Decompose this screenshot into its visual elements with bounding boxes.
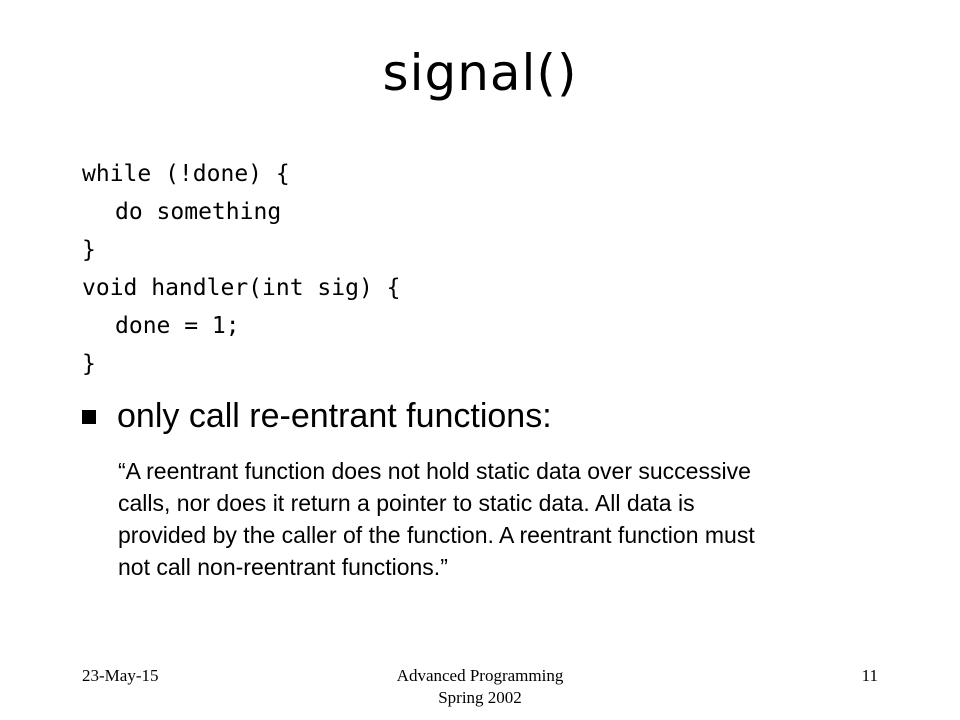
footer-date: 23-May-15 — [82, 666, 159, 685]
code-line: void handler(int sig) { — [82, 275, 401, 301]
page-number: 11 — [861, 666, 878, 685]
code-line: } — [82, 351, 96, 377]
quote-line: not call non-reentrant functions.” — [118, 554, 448, 580]
code-line: while (!done) { — [82, 161, 290, 187]
definition-quote: “A reentrant function does not hold stat… — [118, 455, 888, 583]
quote-line: calls, nor does it return a pointer to s… — [118, 490, 695, 516]
code-block: while (!done) { do something } void hand… — [82, 155, 401, 383]
square-bullet-icon — [82, 410, 96, 424]
quote-line: “A reentrant function does not hold stat… — [118, 458, 751, 484]
bullet-text: only call re-entrant functions: — [117, 397, 552, 435]
code-line: do something — [115, 199, 282, 225]
code-line: } — [82, 237, 96, 263]
bullet-point: only call re-entrant functions: — [82, 392, 552, 440]
footer-course-term: Spring 2002 — [438, 688, 522, 707]
footer-course: Advanced Programming Spring 2002 — [330, 665, 630, 709]
slide-title: signal() — [382, 44, 578, 102]
footer-course-title: Advanced Programming — [396, 666, 564, 685]
quote-line: provided by the caller of the function. … — [118, 522, 755, 548]
code-line: done = 1; — [115, 313, 240, 339]
